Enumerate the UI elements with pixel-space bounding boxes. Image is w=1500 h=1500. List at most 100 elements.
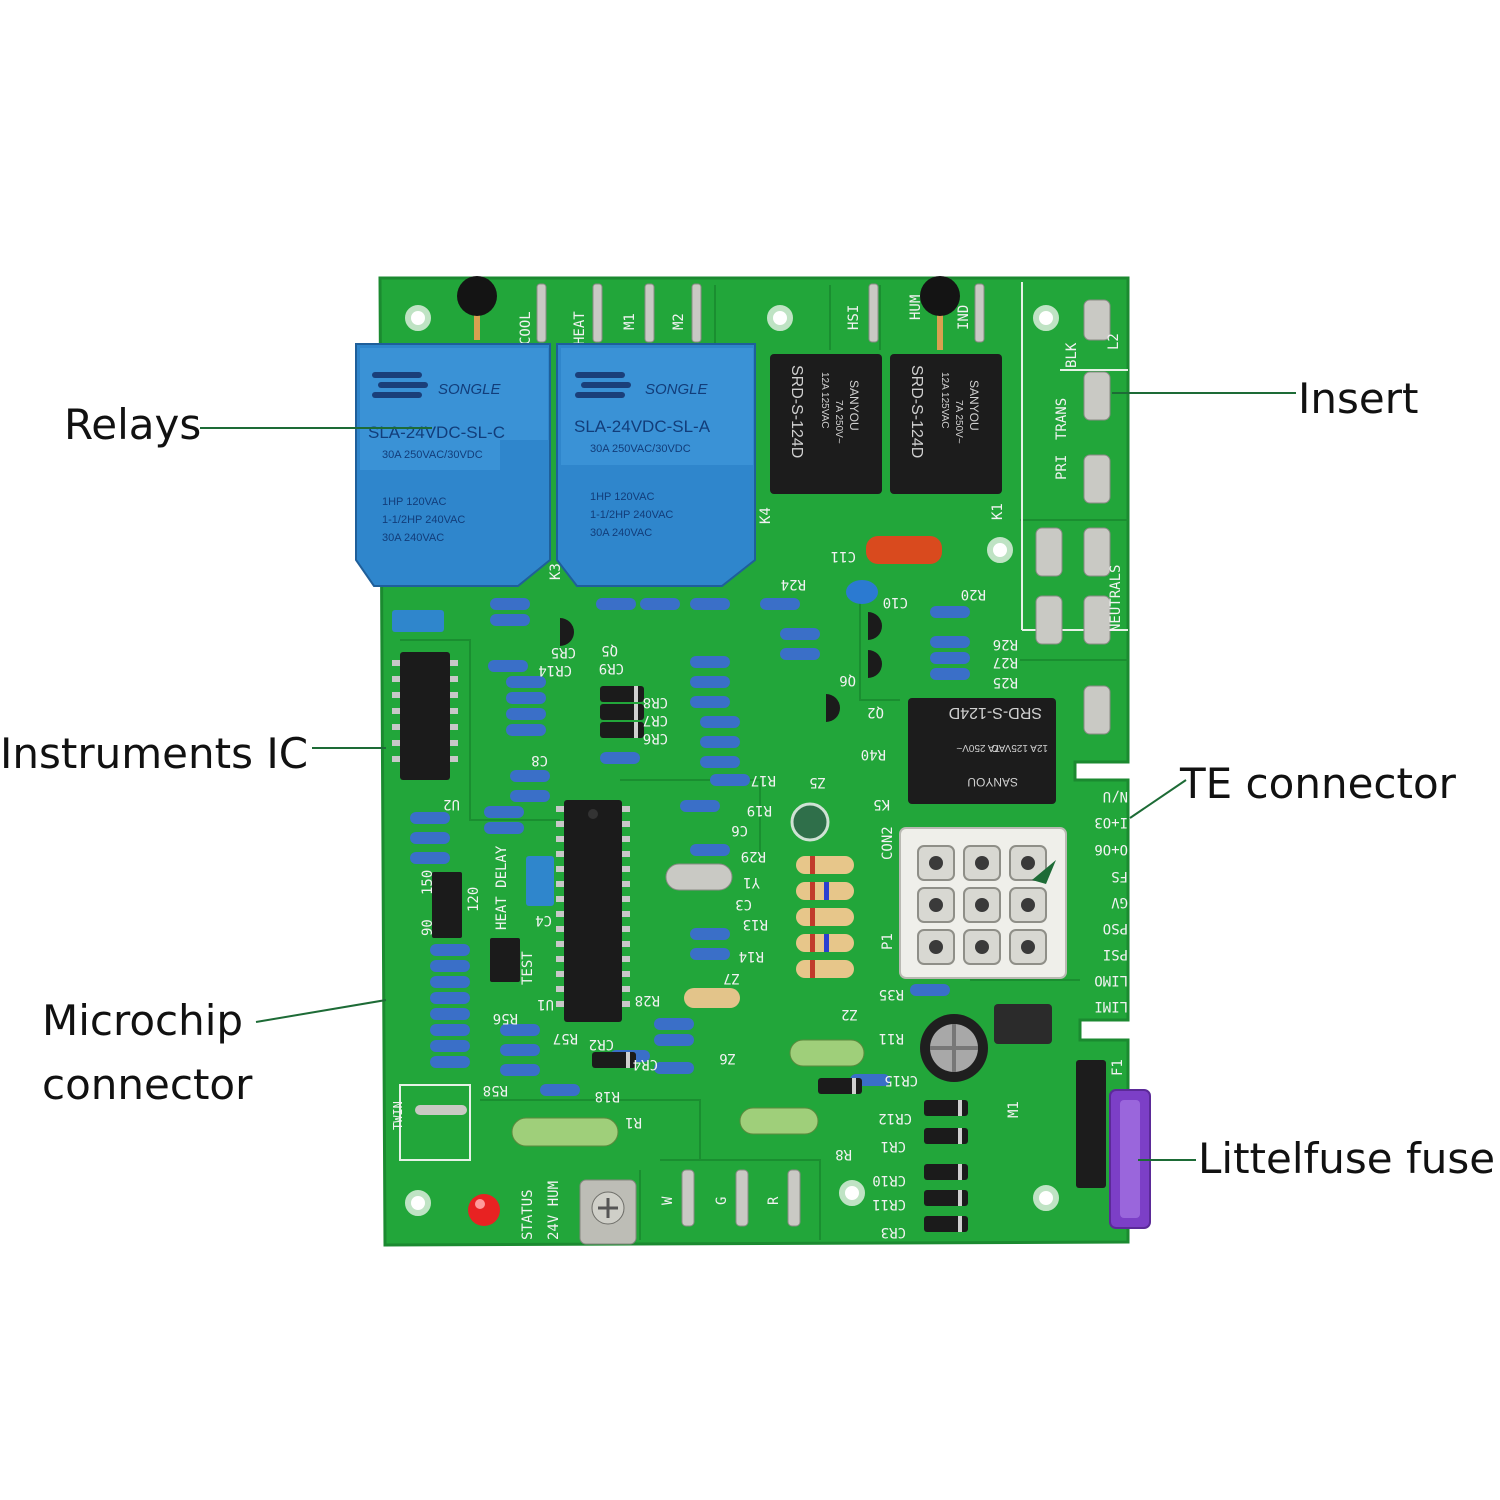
ref-c6: C6 — [731, 822, 748, 838]
pin-label-gv: GV — [1111, 894, 1128, 910]
right-spade-terminals — [1035, 299, 1111, 735]
chip-pin — [622, 926, 630, 932]
pin-label-limo: LIMO — [1094, 972, 1128, 988]
relay-c-model: SLA-24VDC-SL-C — [368, 423, 505, 442]
relay-a-rating-1: 30A 250VAC/30VDC — [590, 443, 691, 455]
hum-label: HUM — [908, 295, 924, 320]
ref-r40: R40 — [861, 746, 886, 762]
ref-r1: R1 — [625, 1114, 642, 1130]
diode — [924, 1100, 968, 1116]
ref-cr6: CR6 — [643, 730, 668, 746]
chip-pin — [556, 971, 564, 977]
ref-r20: R20 — [961, 586, 986, 602]
resistor — [690, 676, 730, 688]
ref-cr4: CR4 — [633, 1056, 658, 1072]
ref-r58: R58 — [483, 1082, 508, 1098]
ref-r19: R19 — [747, 802, 772, 818]
relay-a-model: SLA-24VDC-SL-A — [574, 417, 711, 436]
black-relay-k5-rating-1: 12A 125VAC — [991, 742, 1048, 753]
diode — [600, 704, 644, 720]
ref-cr7: CR7 — [643, 712, 668, 728]
instruments-ic-callout: Instruments IC — [0, 729, 309, 778]
top-spade-terminals — [536, 283, 985, 343]
ref-z5: Z5 — [809, 774, 826, 790]
transistors — [560, 612, 882, 722]
thermistor-icon — [457, 276, 960, 350]
resistor — [700, 736, 740, 748]
ref-r35: R35 — [879, 986, 904, 1002]
te-connector — [899, 827, 1067, 979]
resistor — [930, 636, 970, 648]
leader-arrowheads — [1032, 860, 1056, 884]
resistor — [506, 708, 546, 720]
trans-label: TRANS — [1054, 398, 1070, 440]
ref-cr14: CR14 — [538, 662, 572, 678]
l2-label: L2 — [1106, 333, 1122, 350]
ref-r14: R14 — [739, 948, 764, 964]
resistor — [654, 1062, 694, 1074]
relay-a-brand: SONGLE — [645, 381, 709, 398]
relay-c: SONGLE SLA-24VDC-SL-C 30A 250VAC/30VDC 1… — [355, 343, 551, 587]
ref-z2: Z2 — [841, 1006, 858, 1022]
resistor — [930, 606, 970, 618]
resistor — [690, 696, 730, 708]
status-label: STATUS — [520, 1189, 536, 1240]
ref-q5: Q5 — [601, 642, 618, 658]
chip-pin — [622, 851, 630, 857]
littelfuse-fuse-callout: Littelfuse fuse — [1198, 1134, 1496, 1183]
chip-pin — [556, 851, 564, 857]
pin-label-fs: FS — [1111, 868, 1128, 884]
24v-hum-label: 24V HUM — [546, 1181, 562, 1240]
pin-label-io3: I+O3 — [1094, 814, 1128, 830]
fuse-holder — [1076, 1060, 1151, 1229]
black-relay-k4-rating-1: 12A 125VAC — [819, 372, 830, 429]
r-label: R — [766, 1196, 782, 1205]
diode — [924, 1190, 968, 1206]
relay-a-rating-4: 30A 240VAC — [590, 527, 652, 539]
resistor — [506, 724, 546, 736]
diode-band — [634, 686, 638, 702]
jumper-blocks — [432, 872, 520, 982]
microcontroller-chip — [556, 800, 630, 1022]
relay-c-rating-1: 30A 250VAC/30VDC — [382, 449, 483, 461]
ref-r27: R27 — [993, 654, 1018, 670]
microchip-connector-callout-line1: Microchip — [42, 996, 244, 1045]
c5-capacitor — [392, 610, 444, 632]
resistor — [410, 852, 450, 864]
relay-a-rating-2: 1HP 120VAC — [590, 491, 654, 503]
chip-pin — [622, 1001, 630, 1007]
relay-c-rating-2: 1HP 120VAC — [382, 496, 446, 508]
ref-k5: K5 — [873, 796, 890, 812]
ref-cr15: CR15 — [884, 1072, 918, 1088]
hsi-label: HSI — [846, 305, 862, 330]
large-green-resistors — [511, 1039, 865, 1147]
resistor — [488, 660, 528, 672]
black-relay-k5-brand: SANYOU — [967, 775, 1018, 789]
chip-pin — [556, 866, 564, 872]
c10-capacitor — [846, 580, 878, 604]
chip-pin — [556, 956, 564, 962]
chip-pin — [622, 911, 630, 917]
inductor — [994, 1004, 1052, 1044]
insert-callout: Insert — [1298, 374, 1419, 423]
status-led-icon — [468, 1194, 500, 1226]
ref-cr11: CR11 — [872, 1196, 906, 1212]
diode-band — [958, 1100, 962, 1116]
diode-band — [634, 704, 638, 720]
chip-pin — [556, 821, 564, 827]
resistor — [410, 832, 450, 844]
black-relay-k4: SRD-S-124D SANYOU 12A 125VAC 7A 250V~ — [770, 354, 882, 494]
heat-label: HEAT — [572, 311, 588, 345]
crystal-y1 — [665, 863, 733, 891]
resistor — [510, 790, 550, 802]
chip-pin — [556, 896, 564, 902]
resistor — [600, 752, 640, 764]
black-relay-k4-model: SRD-S-124D — [788, 365, 805, 458]
chip-pin — [556, 836, 564, 842]
resistor — [690, 844, 730, 856]
ref-cr5: CR5 — [551, 644, 576, 660]
black-relay-k5: SRD-S-124D SANYOU 12A 125VAC 7A 250V~ — [908, 698, 1056, 804]
resistor — [596, 598, 636, 610]
diodes — [592, 686, 968, 1232]
